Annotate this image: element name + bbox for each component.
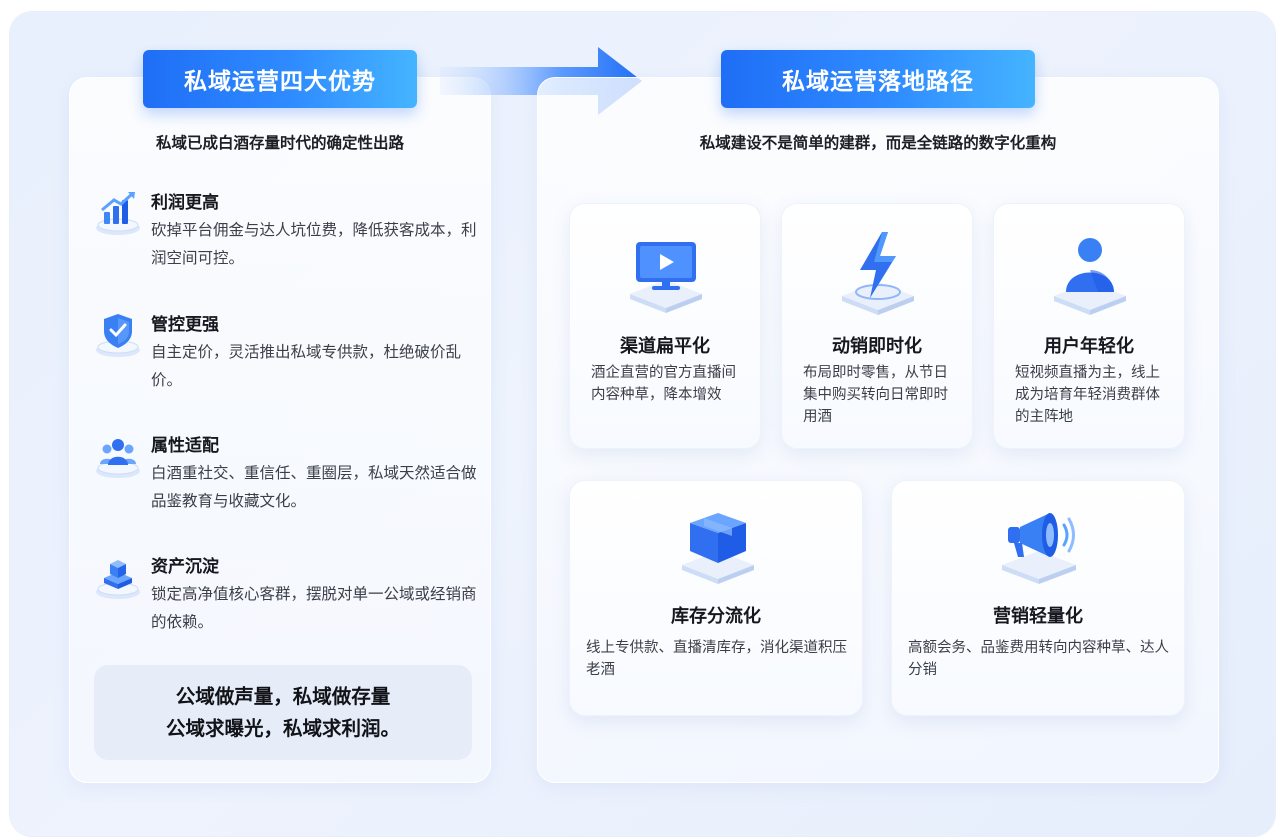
- path-card: 营销轻量化 高额会务、品鉴费用转向内容种草、达人分销: [891, 480, 1185, 716]
- user-icon: [1054, 238, 1126, 315]
- card-desc: 短视频直播为主，线上成为培育年轻消费群体的主阵地: [1015, 365, 1160, 425]
- card-desc: 高额会务、品鉴费用转向内容种草、达人分销: [908, 640, 1169, 678]
- card-title: 动销即时化: [832, 336, 922, 357]
- megaphone-icon: [1002, 513, 1076, 584]
- card-title: 库存分流化: [671, 606, 761, 627]
- advantage-title: 属性适配: [151, 436, 219, 456]
- box-icon: [682, 513, 754, 584]
- user-group-icon: [96, 439, 140, 478]
- advantage-desc: 锁定高净值核心客群，摆脱对单一公域或经销商的依赖。: [151, 585, 477, 631]
- path-title-tag: 私域运营落地路径: [721, 50, 1035, 108]
- advantages-subtitle: 私域已成白酒存量时代的确定性出路: [155, 134, 404, 152]
- path-card: 渠道扁平化 酒企直营的官方直播间内容种草，降本增效: [569, 203, 761, 449]
- advantage-title: 利润更高: [151, 193, 219, 213]
- path-subtitle: 私域建设不是简单的建群，而是全链路的数字化重构: [699, 134, 1057, 152]
- path-card: 动销即时化 布局即时零售，从节日集中购买转向日常即时用酒: [781, 203, 973, 449]
- card-desc: 酒企直营的官方直播间内容种草，降本增效: [591, 365, 736, 403]
- growth-chart-icon: [96, 192, 140, 235]
- stacked-blocks-icon: [96, 560, 140, 599]
- arrow-right-icon: [440, 47, 642, 115]
- shield-check-icon: [96, 314, 140, 357]
- path-card: 库存分流化 线上专供款、直播清库存，消化渠道积压老酒: [569, 480, 863, 716]
- advantage-title: 管控更强: [151, 315, 219, 335]
- advantages-title-tag: 私域运营四大优势: [143, 50, 417, 108]
- lightning-icon: [842, 232, 914, 315]
- card-desc: 布局即时零售，从节日集中购买转向日常即时用酒: [803, 365, 948, 425]
- slogan-box: 公域做声量，私域做存量 公域求曝光，私域求利润。: [94, 665, 472, 760]
- slogan-line: 公域做声量，私域做存量: [175, 684, 391, 708]
- card-title: 用户年轻化: [1044, 336, 1134, 357]
- slogan-line: 公域求曝光，私域求利润。: [165, 716, 400, 740]
- card-title: 渠道扁平化: [620, 336, 710, 357]
- advantage-desc: 白酒重社交、重信任、重圈层，私域天然适合做品鉴教育与收藏文化。: [151, 464, 477, 510]
- advantage-title: 资产沉淀: [151, 557, 219, 577]
- card-title: 营销轻量化: [993, 606, 1083, 627]
- advantage-desc: 砍掉平台佣金与达人坑位费，降低获客成本，利润空间可控。: [151, 221, 477, 267]
- monitor-play-icon: [630, 242, 702, 313]
- path-card: 用户年轻化 短视频直播为主，线上成为培育年轻消费群体的主阵地: [993, 203, 1185, 449]
- card-desc: 线上专供款、直播清库存，消化渠道积压老酒: [586, 640, 847, 678]
- advantage-desc: 自主定价，灵活推出私域专供款，杜绝破价乱价。: [151, 343, 462, 389]
